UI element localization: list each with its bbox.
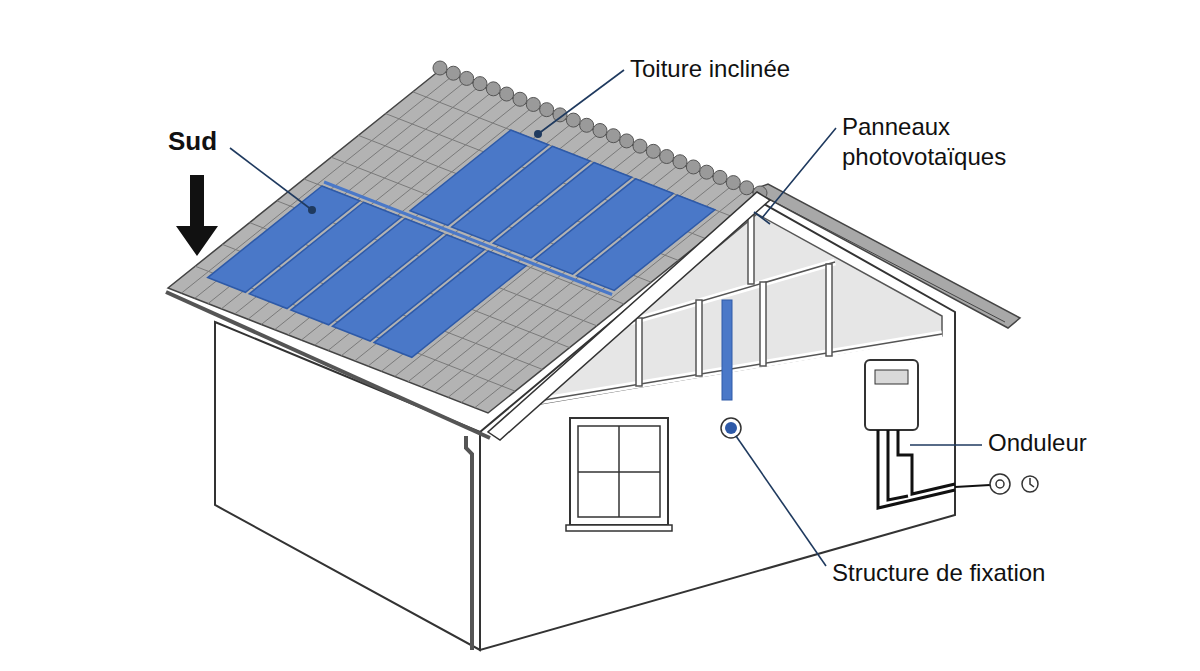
ridge-tile	[446, 66, 460, 80]
south-roof	[168, 61, 767, 413]
ridge-tile	[593, 124, 607, 138]
ridge-tile	[580, 118, 594, 132]
inverter-wire	[898, 430, 955, 494]
grid-plug	[990, 474, 1010, 494]
gutter	[166, 292, 490, 438]
ridge-tile	[606, 129, 620, 143]
inverter-display	[875, 370, 908, 384]
ridge-tile	[433, 61, 447, 75]
ridge-tile	[526, 97, 540, 111]
ridge-tile	[660, 150, 674, 164]
ridge-tile	[700, 165, 714, 179]
ridge-tile	[486, 82, 500, 96]
truss-post	[636, 318, 642, 386]
downspout	[466, 436, 472, 650]
truss-post	[696, 300, 702, 376]
leader-dot	[308, 206, 316, 214]
north-roof	[752, 184, 1020, 328]
leader-line	[910, 444, 982, 446]
callout-label: Panneaux photovotaïques	[842, 112, 1052, 172]
meter-dial	[1022, 476, 1038, 492]
ridge-tile	[673, 155, 687, 169]
ridge-tile	[740, 181, 754, 195]
north-roof-edge	[763, 196, 1005, 322]
grid-wire	[955, 485, 990, 487]
ridge-tile	[513, 92, 527, 106]
grid-plug-core	[996, 480, 1004, 488]
ridge-tile	[686, 160, 700, 174]
window-frame	[570, 418, 668, 525]
south-arrow	[176, 175, 218, 256]
window-pane	[578, 426, 660, 517]
fixing-point	[721, 418, 741, 438]
solar-panel	[576, 195, 714, 290]
inverter-box	[865, 360, 918, 430]
leader-line	[736, 436, 826, 566]
roof-surface	[168, 70, 760, 413]
meter-hand	[1030, 478, 1034, 487]
ridge-tile	[500, 87, 514, 101]
ridge-tile	[726, 176, 740, 190]
ridge-tile	[633, 139, 647, 153]
callout-label: Onduleur	[988, 428, 1087, 458]
fixing-point-center	[725, 422, 737, 434]
leader-line	[230, 148, 312, 210]
ridge-tile	[540, 103, 554, 117]
truss-post	[826, 264, 832, 356]
ridge-tile	[566, 113, 580, 127]
cable-duct	[722, 300, 732, 400]
leader-line	[538, 70, 624, 134]
callout-label: Structure de fixation	[832, 558, 1045, 588]
leader-dot	[534, 130, 542, 138]
ridge-tile	[620, 134, 634, 148]
barge-board	[488, 192, 770, 440]
window	[566, 418, 672, 531]
solar-panel	[374, 251, 526, 357]
ridge-tile	[713, 170, 727, 184]
leader-dots	[308, 130, 542, 214]
ridge-tile	[646, 144, 660, 158]
ridge-tile	[473, 77, 487, 91]
truss-post	[760, 282, 766, 366]
leader-line	[754, 128, 836, 224]
window-transom	[578, 471, 660, 473]
inverter-wire	[878, 430, 955, 508]
ridge-tile	[460, 71, 474, 85]
truss-post	[748, 210, 754, 284]
callout-label: Toiture inclinée	[630, 54, 790, 84]
roof-tiles	[181, 75, 746, 408]
mounting-rail	[324, 182, 612, 295]
window-sill	[566, 525, 672, 531]
callout-label: Sud	[168, 126, 217, 156]
